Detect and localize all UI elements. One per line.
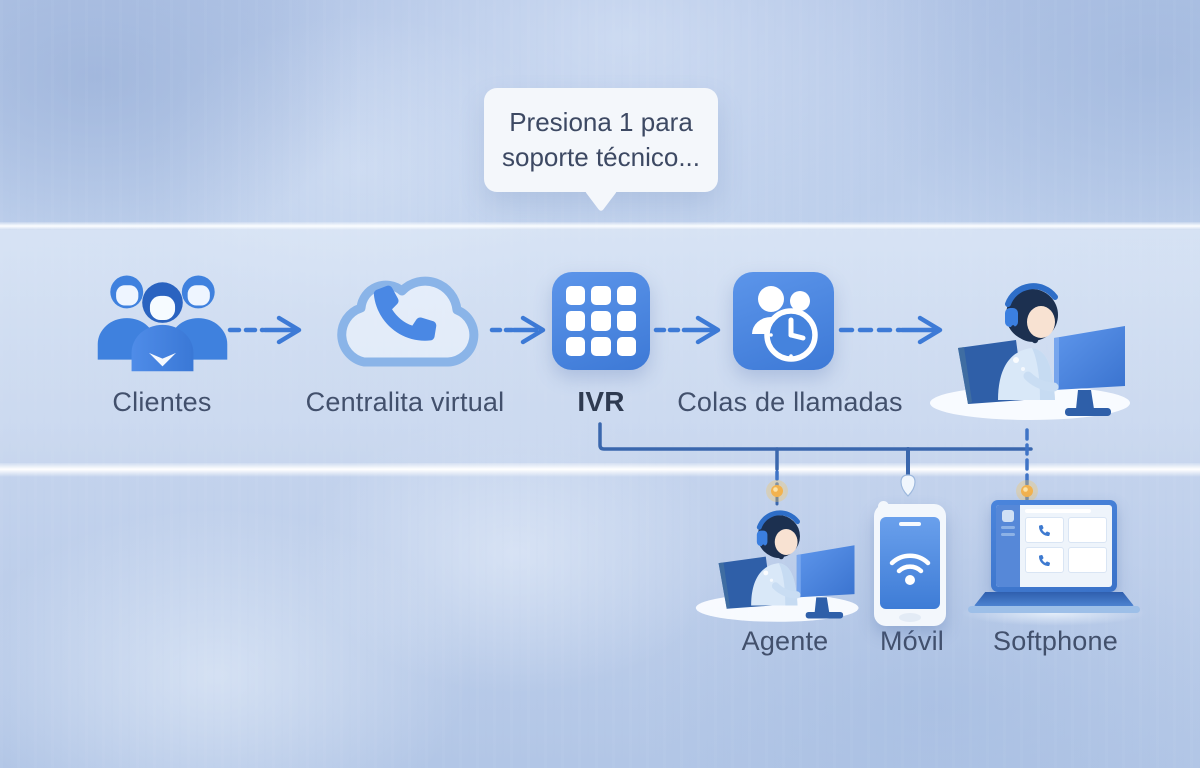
phone-home-button bbox=[899, 613, 921, 622]
ivr-label: IVR bbox=[577, 386, 625, 417]
keypad-icon bbox=[552, 272, 650, 370]
glow-dot-agente bbox=[766, 480, 788, 502]
bubble-line-2: soporte técnico... bbox=[502, 142, 700, 172]
smartphone-wifi-icon bbox=[874, 501, 946, 626]
flow-arrow-4 bbox=[838, 315, 943, 345]
laptop-screen bbox=[991, 500, 1117, 592]
softphone-window bbox=[1020, 505, 1112, 587]
flow-arrow-2 bbox=[489, 315, 546, 345]
glow-dot-softphone bbox=[1016, 480, 1038, 502]
centralita-label: Centralita virtual bbox=[305, 387, 505, 417]
wifi-icon bbox=[889, 553, 931, 585]
queue-people-clock-icon bbox=[733, 272, 834, 370]
agente-label: Agente bbox=[741, 626, 829, 656]
phone-speaker bbox=[899, 522, 921, 526]
agent-headset-desk-icon bbox=[928, 252, 1134, 424]
movil-label: Móvil bbox=[879, 626, 944, 656]
softphone-label: Softphone bbox=[993, 626, 1118, 656]
bubble-line-1: Presiona 1 para bbox=[509, 107, 693, 137]
laptop-base bbox=[968, 606, 1140, 613]
flow-arrow-3 bbox=[653, 315, 721, 345]
people-group-icon bbox=[97, 275, 228, 372]
band-top-edge bbox=[0, 222, 1200, 230]
phone-screen bbox=[880, 517, 940, 609]
phone-camera-notch bbox=[878, 501, 889, 512]
speech-bubble: Presiona 1 para soporte técnico... bbox=[484, 88, 718, 213]
softphone-sidebar bbox=[996, 505, 1020, 587]
flow-arrow-1 bbox=[227, 315, 302, 345]
laptop-softphone-icon bbox=[960, 500, 1148, 626]
cloud-phone-icon bbox=[337, 276, 479, 367]
laptop-keyboard bbox=[974, 592, 1134, 606]
clientes-label: Clientes bbox=[112, 387, 212, 417]
agent-headset-desk-icon-small bbox=[694, 485, 862, 625]
band-bottom-edge bbox=[0, 463, 1200, 477]
ivr-keypad-grid bbox=[552, 272, 650, 370]
drop-pointer bbox=[900, 474, 916, 497]
colas-label: Colas de llamadas bbox=[677, 387, 903, 417]
